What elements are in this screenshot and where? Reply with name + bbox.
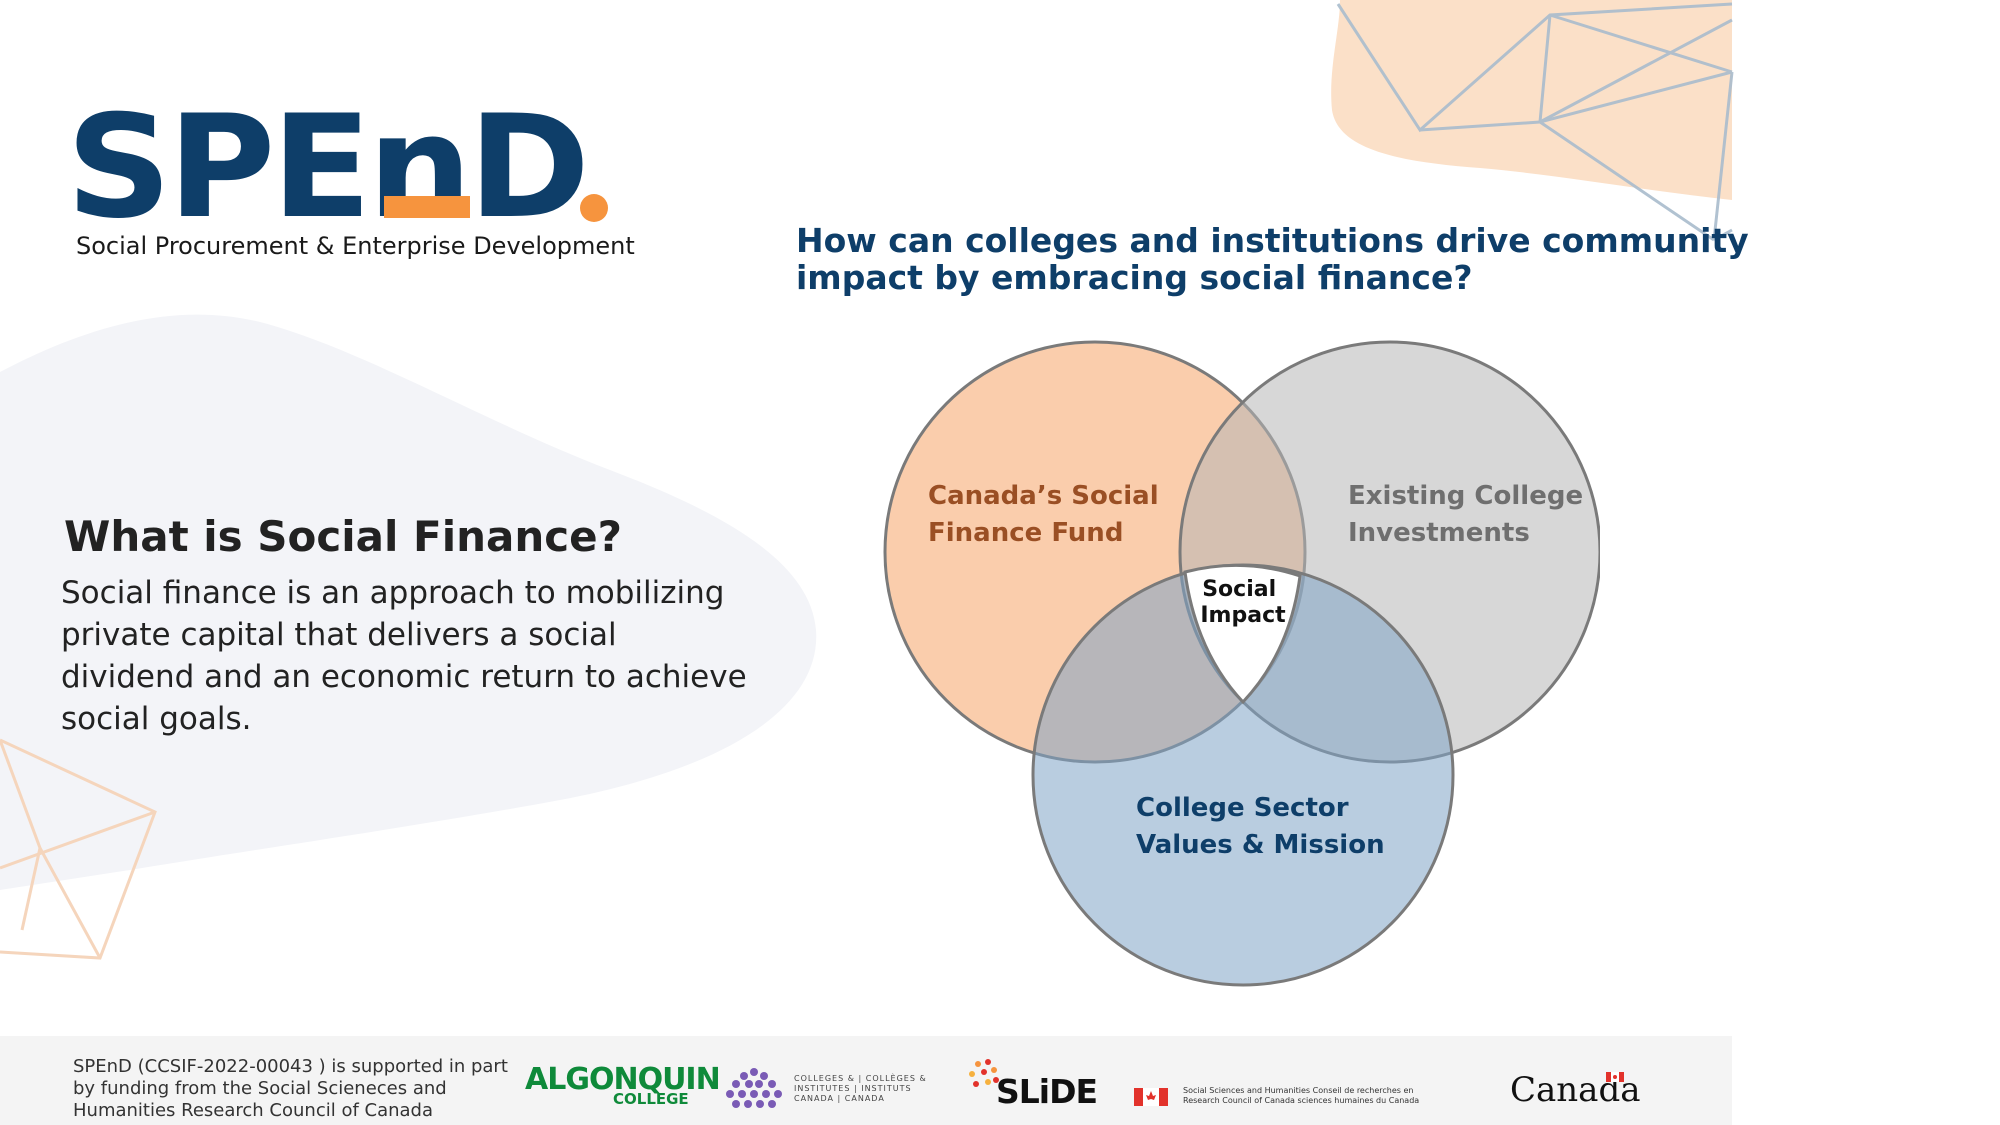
section-body: Social finance is an approach to mobiliz…: [61, 575, 747, 737]
cic-flower-icon: [726, 1068, 782, 1108]
venn-label-line: Social: [1202, 577, 1276, 602]
sshrc-line: Social Sciences and Humanities Conseil d…: [1183, 1086, 1414, 1095]
venn-label-social-impact: Social Impact: [1200, 577, 1286, 628]
venn-label-college-investments: Existing College Investments: [1348, 481, 1592, 548]
cic-line: INSTITUTES | INSTITUTS: [794, 1084, 912, 1093]
spend-logo-wordmark: SPEnD: [66, 85, 586, 240]
background-blob-left: [0, 314, 817, 890]
venn-label-social-finance-fund: Canada’s Social Finance Fund: [928, 481, 1168, 548]
venn-label-line: Impact: [1200, 603, 1286, 628]
venn-label-line: Canada’s Social: [928, 481, 1159, 511]
geometric-lines-top-right: [1336, 2, 1734, 242]
canada-wordmark-flag-icon: [1606, 1072, 1624, 1082]
venn-label-line: Existing College: [1348, 481, 1583, 511]
spend-logo: SPEnD: [66, 85, 608, 240]
spend-logo-dot: [580, 194, 608, 222]
spend-logo-underline: [384, 196, 470, 218]
venn-label-values-mission: College Sector Values & Mission: [1136, 793, 1385, 860]
footer-bar: [0, 1036, 1732, 1125]
section-title: What is Social Finance?: [64, 512, 623, 561]
background-blob-top-right: [1331, 0, 1732, 200]
canada-flag-icon: [1134, 1088, 1168, 1106]
cic-line: CANADA | CANADA: [794, 1094, 885, 1103]
venn-diagram: Canada’s Social Finance Fund Existing Co…: [883, 340, 1600, 987]
slide-logo-word: SLiDE: [996, 1072, 1098, 1111]
page-question: How can colleges and institutions drive …: [796, 221, 1749, 297]
venn-label-line: Finance Fund: [928, 518, 1123, 548]
venn-center-social-impact: [1183, 563, 1302, 705]
venn-label-line: Investments: [1348, 518, 1530, 548]
geometric-lines-bottom-left: [0, 738, 157, 960]
algonquin-logo-word: ALGONQUIN: [525, 1062, 721, 1097]
cic-line: COLLEGES & | COLLÈGES &: [794, 1074, 927, 1083]
slide-dots-icon: [969, 1059, 999, 1087]
spend-logo-subtitle: Social Procurement & Enterprise Developm…: [76, 232, 635, 260]
cic-logo-text: COLLEGES & | COLLÈGES & INSTITUTES | INS…: [794, 1074, 934, 1104]
venn-label-line: Values & Mission: [1136, 830, 1385, 860]
sshrc-line: Research Council of Canada sciences huma…: [1183, 1096, 1420, 1105]
algonquin-logo-sub: COLLEGE: [613, 1090, 689, 1108]
footer-support-text: SPEnD (CCSIF-2022-00043 ) is supported i…: [73, 1056, 508, 1121]
sshrc-logo-text: Social Sciences and Humanities Conseil d…: [1183, 1086, 1443, 1106]
venn-label-line: College Sector: [1136, 793, 1349, 823]
